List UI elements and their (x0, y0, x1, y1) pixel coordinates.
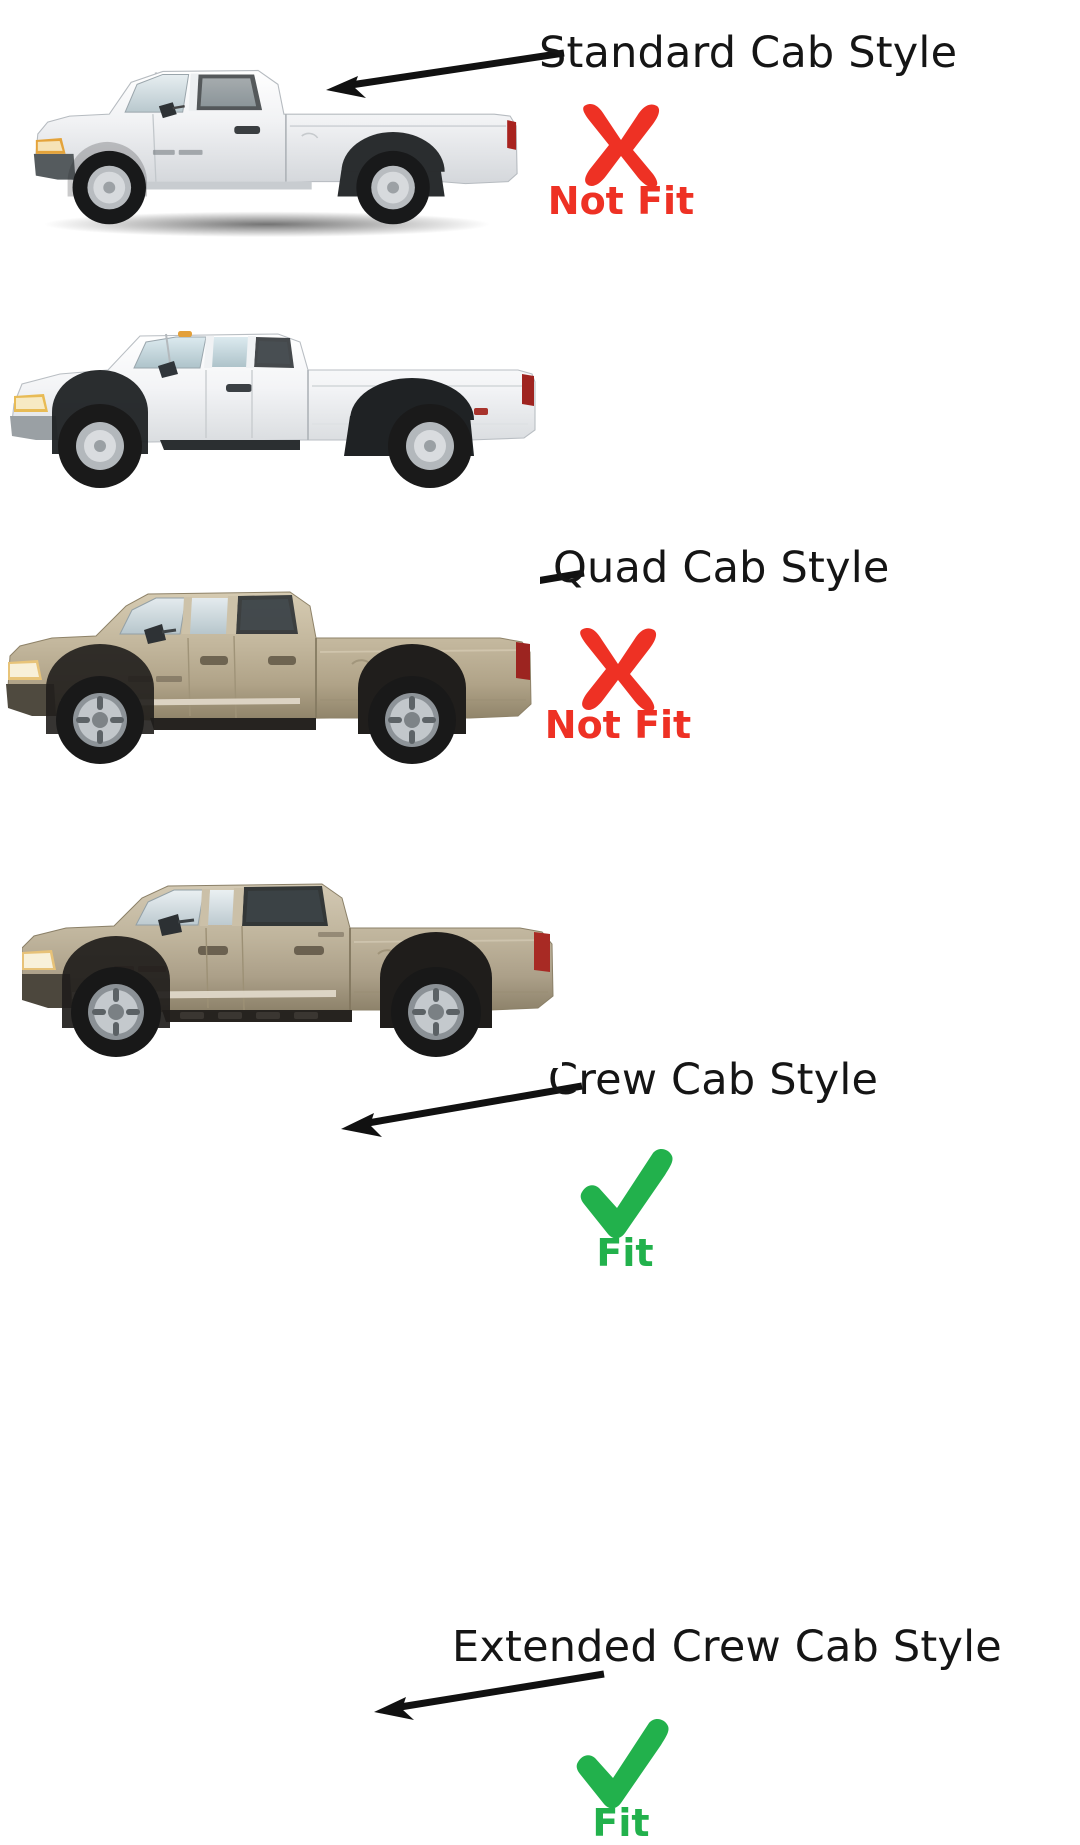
front-bumper (6, 684, 56, 716)
pointer-arrow-extended-crew (374, 1670, 605, 1720)
tail-light (534, 932, 550, 972)
white-quad-cab-truck-illustration (10, 331, 536, 488)
running-board (160, 440, 300, 450)
running-board (150, 718, 316, 730)
front-bumper (33, 153, 76, 180)
side-mirror (158, 102, 177, 119)
truck-image-quad-cab (0, 312, 540, 502)
rear-wheel (391, 967, 481, 1057)
side-mirror (144, 624, 166, 644)
truck-image-standard-cab (14, 22, 530, 244)
front-door-handle (198, 946, 228, 955)
rear-wheel (368, 676, 456, 764)
tail-light (507, 120, 517, 150)
rear-door-handle (268, 656, 296, 665)
cab-badge (318, 932, 344, 937)
check-mark-icon (576, 1719, 669, 1809)
fitment-verdict-crew: Fit (552, 1148, 702, 1272)
x-mark-icon (580, 628, 657, 712)
front-wheel (58, 404, 142, 488)
tail-light (522, 374, 534, 406)
verdict-label-quad: Not Fit (544, 703, 692, 747)
check-mark-icon (580, 1149, 673, 1239)
front-bumper (10, 416, 58, 440)
tan-extended-crew-cab-truck-illustration (22, 883, 554, 1057)
fitment-verdict-standard: Not Fit (546, 96, 696, 220)
cab-style-row-standard: Standard Cab Style Not Fit (0, 0, 1080, 262)
cab-style-row-quad: Quad Cab Style Not Fit (0, 262, 1080, 744)
tail-light (516, 642, 530, 680)
front-door-handle (200, 656, 228, 665)
cab-style-row-extended-crew: Extended Crew Cab Style Fit (0, 798, 1080, 1842)
cab-style-label-quad: Quad Cab Style (553, 543, 890, 593)
cab-style-row-crew: Crew Cab Style Fit (0, 520, 1080, 1272)
front-door-window (210, 337, 250, 367)
pointer-arrow-standard (326, 49, 565, 98)
front-door-window (206, 890, 236, 925)
fitment-verdict-quad: Not Fit (543, 620, 693, 744)
x-mark-icon (583, 104, 660, 188)
rear-door-handle (294, 946, 324, 955)
door-handle (234, 126, 261, 134)
front-bumper (22, 974, 72, 1008)
truck-image-crew-cab (0, 576, 540, 776)
verdict-label-crew: Fit (596, 1231, 654, 1275)
rear-dually-wheel (388, 404, 472, 488)
roof-marker-light (178, 331, 192, 337)
rear-wheel (356, 150, 430, 225)
fuel-door (301, 132, 319, 139)
front-door-handle (226, 384, 252, 392)
model-badge (152, 149, 203, 155)
windshield (133, 336, 207, 369)
verdict-label-standard: Not Fit (547, 179, 695, 223)
front-wheel (72, 150, 146, 225)
white-standard-cab-truck-illustration (33, 69, 518, 238)
side-marker-red (474, 408, 488, 415)
front-wheel (56, 676, 144, 764)
tan-crew-cab-truck-illustration (6, 591, 532, 764)
side-mirror (158, 914, 182, 936)
truck-image-extended-crew-cab (22, 870, 562, 1068)
cab-style-label-standard: Standard Cab Style (539, 28, 958, 78)
front-wheel (71, 967, 161, 1057)
side-mirror (158, 361, 178, 378)
fitment-verdict-extended-crew: Fit (548, 1718, 698, 1842)
verdict-label-extended-crew: Fit (592, 1801, 650, 1845)
front-door-window (188, 598, 230, 634)
cab-style-label-extended-crew: Extended Crew Cab Style (452, 1622, 1002, 1672)
